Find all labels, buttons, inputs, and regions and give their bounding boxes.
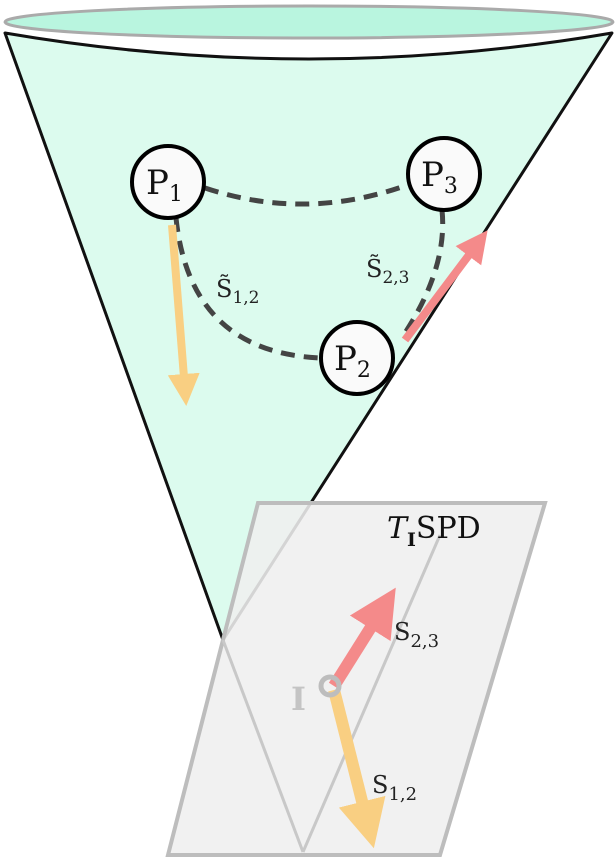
node-p2-sub: 2 <box>357 358 371 383</box>
node-p1-sub: 1 <box>169 182 183 207</box>
node-p3-sub: 3 <box>444 174 458 199</box>
geodesic-p1-p3 <box>204 181 411 207</box>
node-p2-label: P <box>334 339 357 379</box>
svg-text:P2: P2 <box>334 339 371 383</box>
arrow-s23-tangent <box>328 587 396 690</box>
svg-text:P3: P3 <box>421 155 458 199</box>
identity-label: I <box>291 680 306 718</box>
label-s23-curved: S̃2,3 <box>366 255 410 288</box>
arrow-red-on-cone <box>401 230 488 343</box>
tangent-plane <box>165 501 548 857</box>
cone-rim <box>3 4 615 40</box>
svg-text:P1: P1 <box>146 163 183 207</box>
node-p2: P2 <box>319 320 395 396</box>
label-s12-tangent: S1,2 <box>372 771 417 805</box>
cone-edge-behind-plane-left <box>221 639 305 853</box>
tangent-plane-label: TISPD <box>387 511 481 551</box>
label-s12-curved: S̃1,2 <box>216 275 260 308</box>
node-p3: P3 <box>406 136 482 212</box>
arrow-orange-on-cone <box>167 224 200 406</box>
node-p1-label: P <box>146 163 169 203</box>
cone-edge-behind-plane-right <box>301 534 442 853</box>
geodesic-p1-p2 <box>173 217 321 361</box>
identity-point <box>318 674 342 698</box>
label-s23-tangent: S2,3 <box>394 618 439 652</box>
arrow-s12-tangent <box>328 688 386 849</box>
geodesic-p3-p2 <box>400 209 446 338</box>
node-p3-label: P <box>421 155 444 195</box>
node-p1: P1 <box>130 144 206 220</box>
